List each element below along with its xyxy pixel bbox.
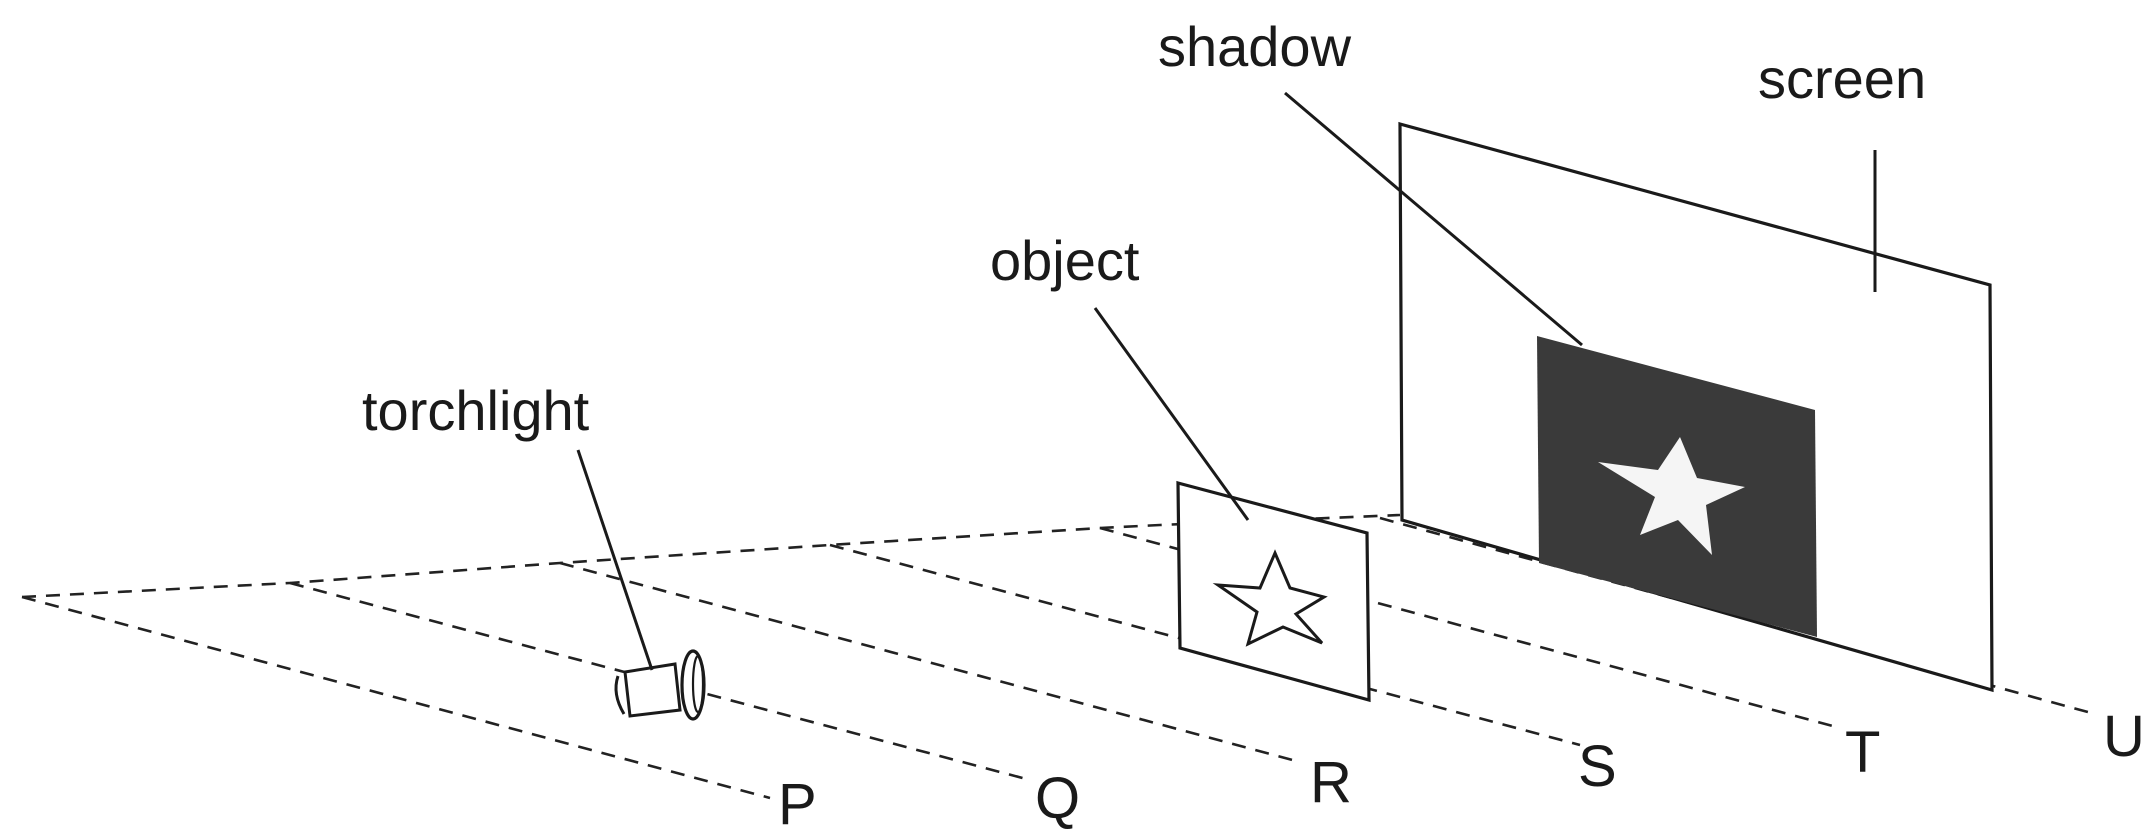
star-outline-icon bbox=[1212, 549, 1328, 647]
object-card bbox=[1176, 480, 1371, 703]
line-to-Q bbox=[289, 581, 1031, 782]
torchlight-label: torchlight bbox=[362, 379, 590, 442]
shadow-region bbox=[1537, 336, 1817, 637]
point-P: P bbox=[778, 772, 817, 833]
object-pointer bbox=[1093, 307, 1250, 521]
torchlight-pointer bbox=[576, 449, 654, 671]
point-R: R bbox=[1310, 750, 1352, 815]
object-panel bbox=[1176, 480, 1371, 703]
object-label: object bbox=[990, 229, 1140, 292]
screen-label: screen bbox=[1758, 47, 1926, 110]
line-to-P bbox=[21, 595, 771, 800]
point-U: U bbox=[2103, 704, 2145, 769]
flashlight-icon bbox=[614, 649, 706, 721]
shadow-pointer bbox=[1284, 91, 1583, 347]
point-labels: P Q R S T U bbox=[778, 704, 2145, 837]
line-to-R bbox=[559, 561, 1301, 764]
point-Q: Q bbox=[1035, 766, 1080, 831]
star-filled-icon bbox=[1598, 437, 1745, 555]
shadow-label: shadow bbox=[1158, 15, 1352, 78]
point-S: S bbox=[1578, 734, 1617, 799]
point-T: T bbox=[1845, 720, 1880, 785]
label-pointers bbox=[576, 91, 1877, 671]
